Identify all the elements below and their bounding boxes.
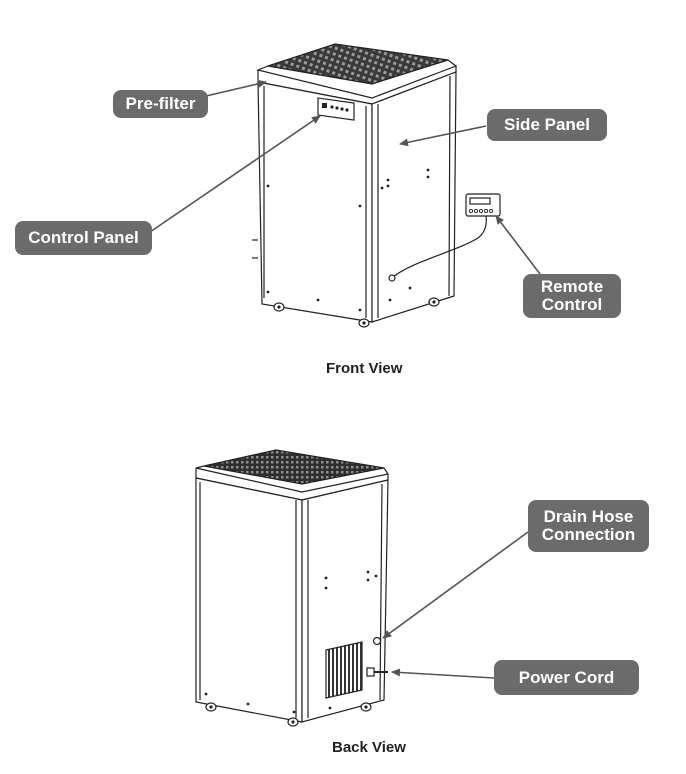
- label-control-panel: Control Panel: [15, 221, 152, 255]
- back-vent: [325, 641, 363, 699]
- label-drain-hose-connection: Drain Hose Connection: [528, 500, 649, 552]
- label-remote-control: Remote Control: [523, 274, 621, 318]
- leader-drain-hose: [382, 531, 529, 639]
- leader-prefilter: [205, 79, 267, 97]
- front-unit: [252, 43, 501, 328]
- side-face: [371, 71, 457, 323]
- label-prefilter: Pre-filter: [113, 90, 208, 118]
- leader-lines: [149, 79, 541, 679]
- label-side-panel: Side Panel: [487, 109, 607, 141]
- drain-hose-fitting: [372, 636, 382, 646]
- caption-front-view: Front View: [326, 360, 403, 377]
- leader-side-panel: [399, 125, 487, 147]
- leader-power-cord: [391, 668, 495, 679]
- front-face: [257, 81, 373, 323]
- remote-cable: [391, 215, 487, 279]
- back-unit: [195, 449, 389, 727]
- remote-control-device: [465, 193, 501, 217]
- caption-back-view: Back View: [332, 739, 406, 756]
- power-cord-plug: [366, 667, 375, 677]
- leader-remote: [495, 215, 541, 275]
- label-power-cord: Power Cord: [494, 660, 639, 695]
- back-face: [195, 477, 303, 723]
- back-side-face: [301, 479, 389, 723]
- leader-control-panel: [149, 115, 321, 233]
